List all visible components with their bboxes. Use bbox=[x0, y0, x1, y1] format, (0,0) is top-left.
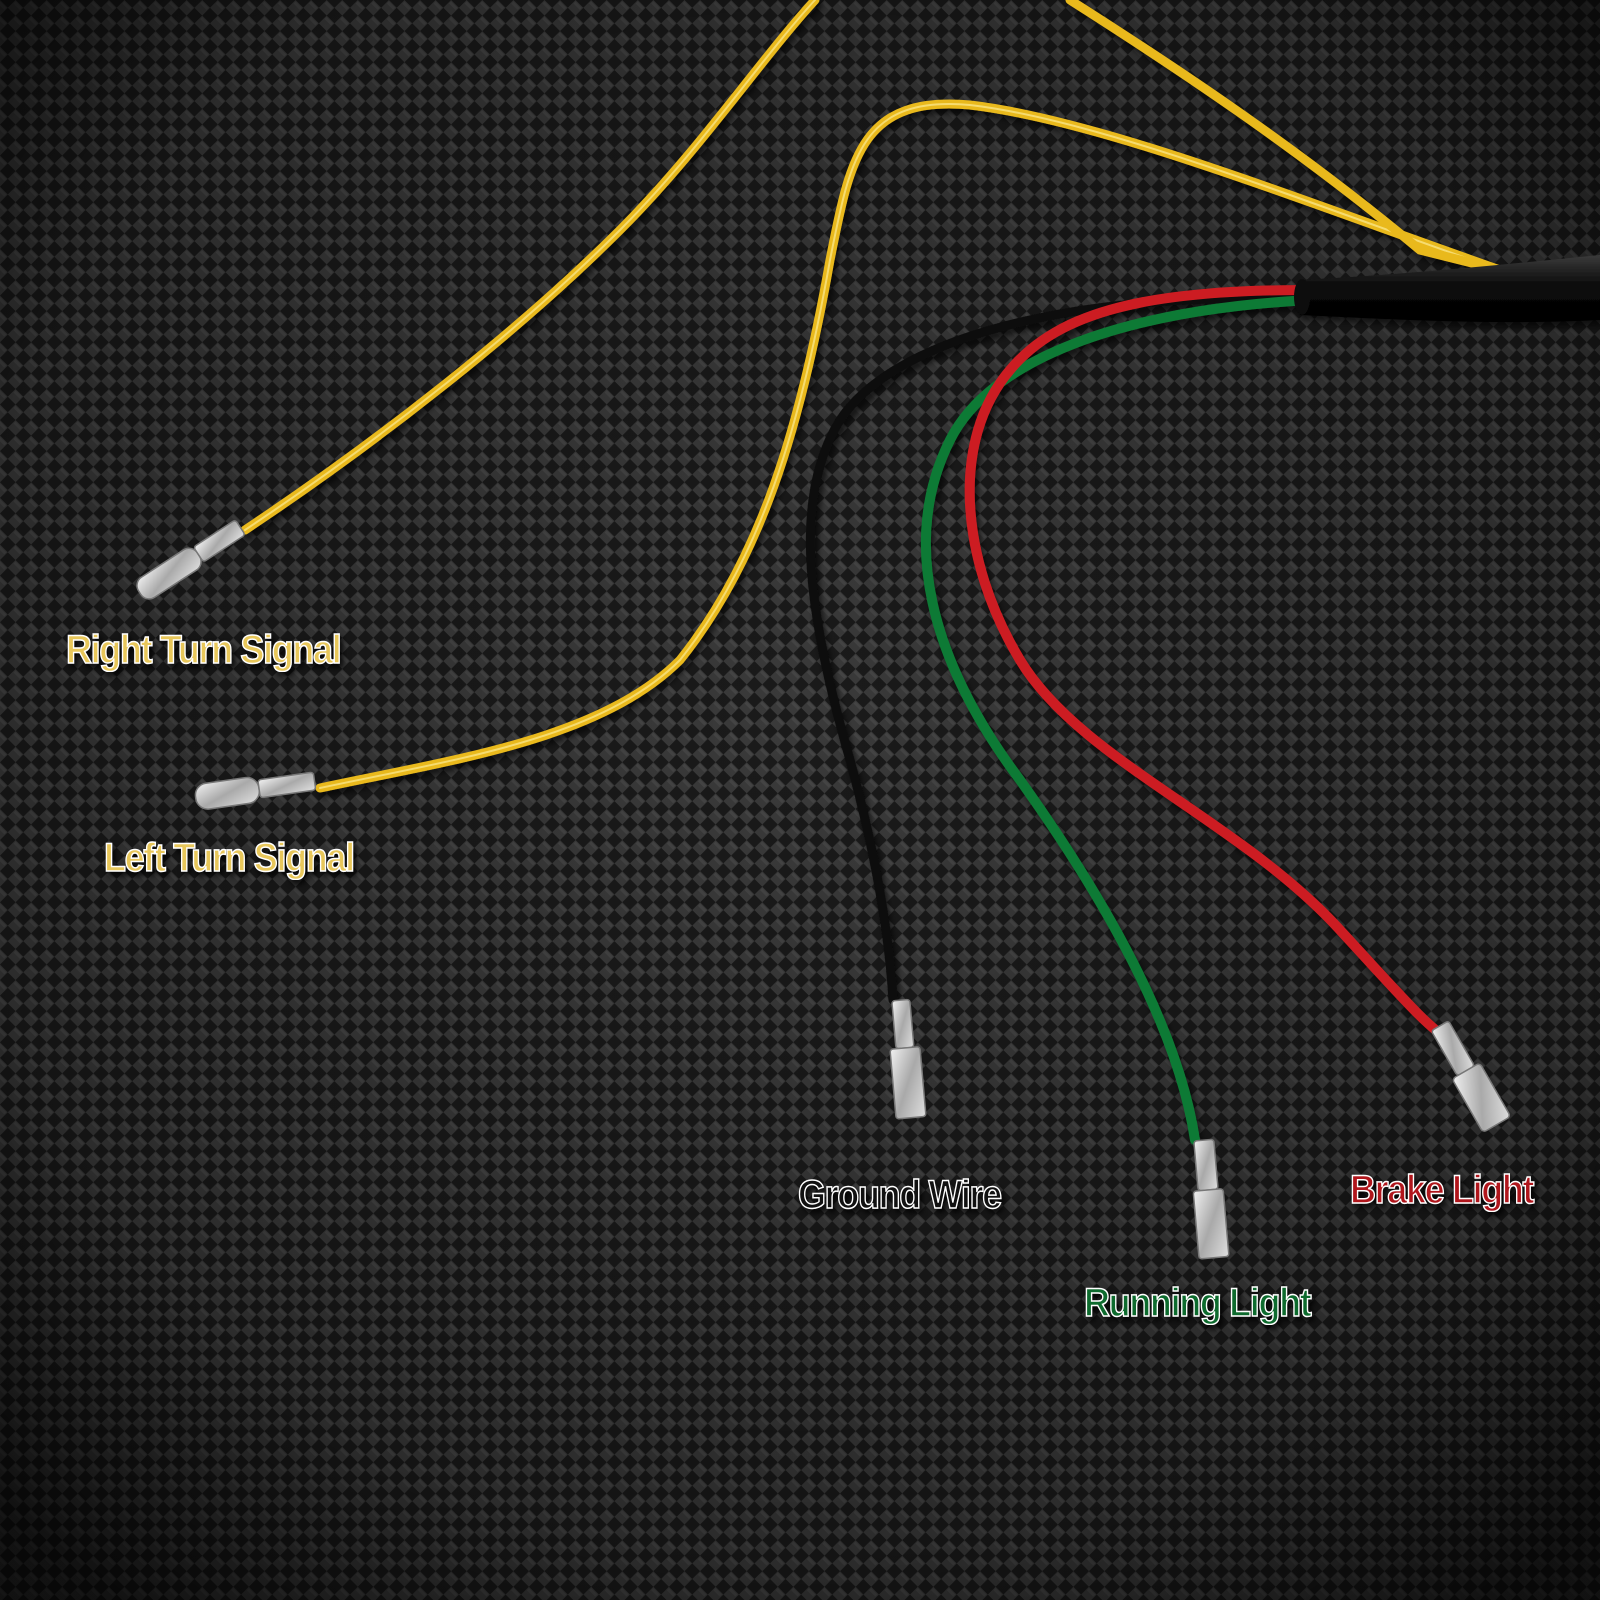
terminal-left-turn bbox=[194, 771, 317, 810]
label-running-light: Running Light bbox=[1083, 1281, 1312, 1325]
harness-sheath bbox=[1300, 255, 1600, 323]
label-brake-light: Brake Light bbox=[1349, 1168, 1535, 1212]
green-running-wire bbox=[921, 295, 1315, 1145]
label-ground-wire: Ground Wire bbox=[797, 1173, 1003, 1217]
terminal-right-turn bbox=[136, 520, 245, 600]
terminal-ground bbox=[889, 998, 927, 1120]
red-brake-wire bbox=[964, 285, 1455, 1045]
label-left-turn-signal: Left Turn Signal bbox=[103, 836, 355, 880]
label-right-turn-signal: Right Turn Signal bbox=[65, 628, 342, 672]
black-ground-wire bbox=[805, 294, 1315, 1005]
terminal-brake bbox=[1431, 1021, 1511, 1132]
terminal-running bbox=[1192, 1138, 1230, 1260]
